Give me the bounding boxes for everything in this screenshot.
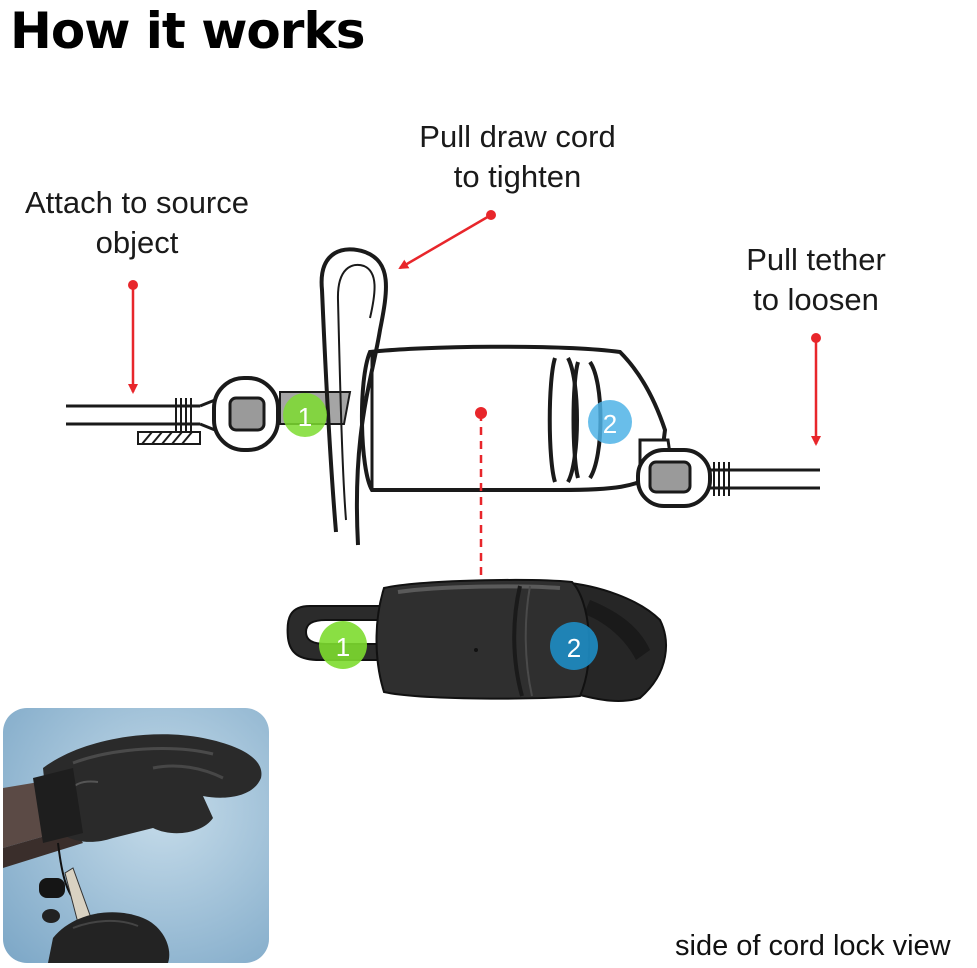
attach-label-line1: Attach to source — [24, 185, 249, 220]
pull-draw-label-line2: to tighten — [453, 159, 582, 194]
attach-arrow — [128, 280, 138, 394]
product-ridge — [512, 585, 524, 697]
attach-label-line2: object — [95, 225, 179, 260]
cord-lock-product — [286, 579, 667, 703]
diagram-marker-2: 2 — [588, 400, 632, 444]
pull-draw-label: Pull draw cord to tighten — [400, 117, 635, 197]
pull-tether-arrow — [811, 333, 821, 446]
caption: side of cord lock view — [675, 930, 951, 962]
glove-photo — [3, 708, 269, 963]
draw-cord — [319, 247, 388, 546]
product-highlight — [397, 584, 561, 594]
diagram-marker-1: 1 — [283, 393, 327, 437]
left-tether — [66, 398, 216, 432]
pull-draw-label-line1: Pull draw cord — [419, 119, 616, 154]
attachment-hatch — [137, 431, 201, 445]
pull-tether-label-line2: to loosen — [753, 282, 879, 317]
product-marker-2: 2 — [550, 622, 598, 670]
pull-tether-label: Pull tether to loosen — [730, 240, 902, 320]
draw-cord-inner — [336, 264, 376, 521]
attach-label: Attach to source object — [6, 183, 268, 263]
left-crimp — [175, 398, 192, 432]
product-ridge-2 — [524, 585, 533, 697]
product-marker-1: 1 — [319, 621, 367, 669]
pull-draw-arrow — [398, 210, 496, 270]
product-body — [375, 579, 591, 700]
right-crimp — [713, 462, 730, 496]
product-marker-2-text: 2 — [567, 633, 581, 663]
product-pinhole — [474, 648, 478, 652]
section-pointer — [475, 407, 487, 605]
product-nose-slot — [584, 600, 650, 660]
diagram-marker-1-text: 1 — [298, 402, 312, 432]
page-title: How it works — [10, 2, 365, 60]
product-marker-1-text: 1 — [336, 632, 350, 662]
cord-lock-body — [360, 344, 668, 492]
diagram-marker-2-text: 2 — [603, 409, 617, 439]
pull-tether-label-line1: Pull tether — [746, 242, 886, 277]
right-anchor-block — [648, 460, 692, 494]
right-tether — [708, 468, 820, 490]
left-anchor-block — [228, 396, 266, 432]
